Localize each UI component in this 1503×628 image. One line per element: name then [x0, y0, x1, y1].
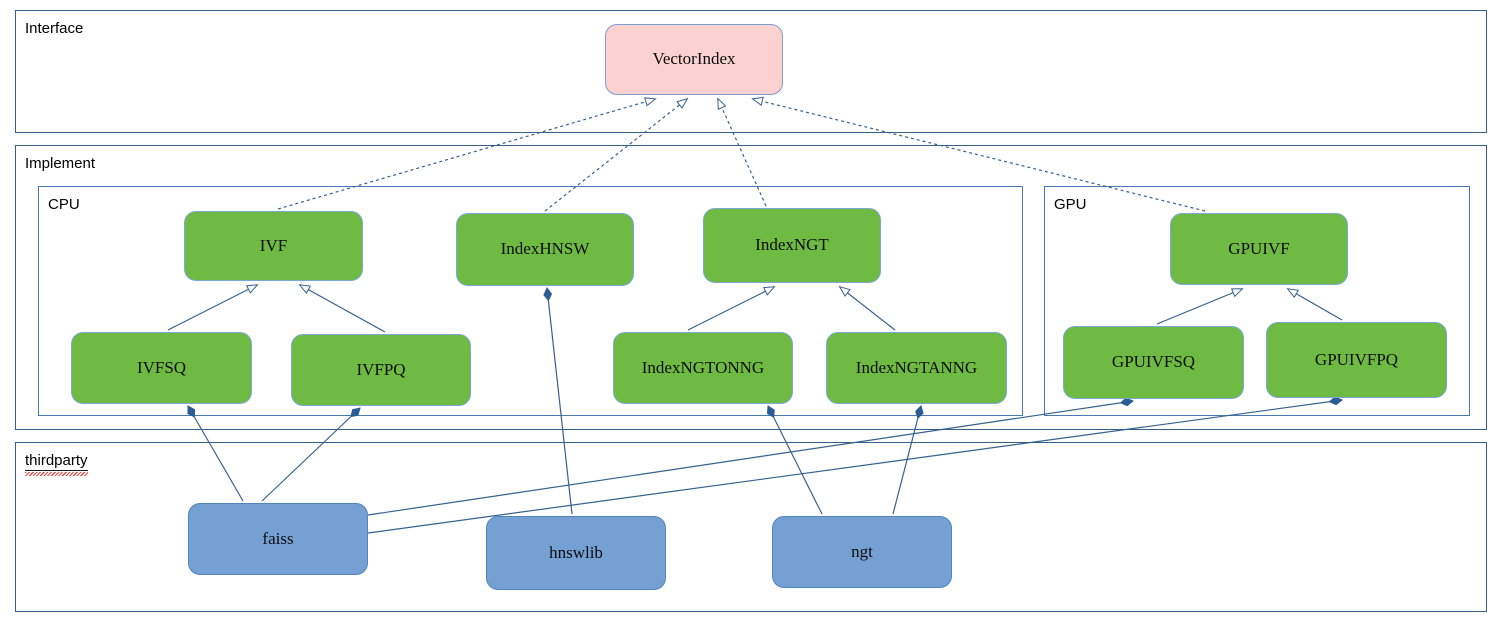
- node-indexngt[interactable]: IndexNGT: [703, 208, 881, 283]
- thirdparty-label-underline: [25, 470, 88, 471]
- node-label-indexngtanng: IndexNGTANNG: [855, 357, 978, 377]
- container-label-interface: Interface: [25, 20, 84, 37]
- node-label-gpuivfsq: GPUIVFSQ: [1111, 352, 1196, 372]
- node-gpuivf[interactable]: GPUIVF: [1170, 213, 1348, 285]
- container-label-cpu: CPU: [48, 196, 80, 213]
- node-label-indexhnsw: IndexHNSW: [500, 239, 590, 259]
- spellcheck-squiggle: [25, 472, 88, 476]
- container-label-implement: Implement: [25, 155, 96, 172]
- node-label-vectorindex: VectorIndex: [652, 49, 736, 69]
- node-label-indexngtonng: IndexNGTONNG: [641, 357, 765, 377]
- node-label-hnswlib: hnswlib: [549, 542, 603, 562]
- node-label-ivfsq: IVFSQ: [136, 357, 187, 377]
- node-hnswlib[interactable]: hnswlib: [486, 516, 666, 590]
- node-ivfpq[interactable]: IVFPQ: [291, 334, 471, 406]
- node-label-indexngt: IndexNGT: [755, 235, 829, 255]
- node-label-gpuivf: GPUIVF: [1228, 238, 1290, 258]
- node-indexngtonng[interactable]: IndexNGTONNG: [613, 332, 793, 404]
- node-gpuivfsq[interactable]: GPUIVFSQ: [1063, 326, 1244, 399]
- node-label-faiss: faiss: [262, 528, 294, 548]
- node-ivfsq[interactable]: IVFSQ: [71, 332, 252, 404]
- node-faiss[interactable]: faiss: [188, 503, 368, 575]
- node-gpuivfpq[interactable]: GPUIVFPQ: [1266, 322, 1447, 398]
- container-label-thirdparty: thirdparty: [25, 452, 88, 469]
- node-indexhnsw[interactable]: IndexHNSW: [456, 213, 634, 286]
- node-ngt[interactable]: ngt: [772, 516, 952, 588]
- container-label-gpu: GPU: [1054, 196, 1087, 213]
- node-vectorindex[interactable]: VectorIndex: [605, 24, 783, 95]
- node-label-ivfpq: IVFPQ: [356, 359, 406, 379]
- node-indexngtanng[interactable]: IndexNGTANNG: [826, 332, 1007, 404]
- node-label-gpuivfpq: GPUIVFPQ: [1314, 349, 1399, 369]
- node-label-ngt: ngt: [851, 541, 873, 561]
- node-label-ivf: IVF: [259, 235, 288, 255]
- node-ivf[interactable]: IVF: [184, 211, 363, 281]
